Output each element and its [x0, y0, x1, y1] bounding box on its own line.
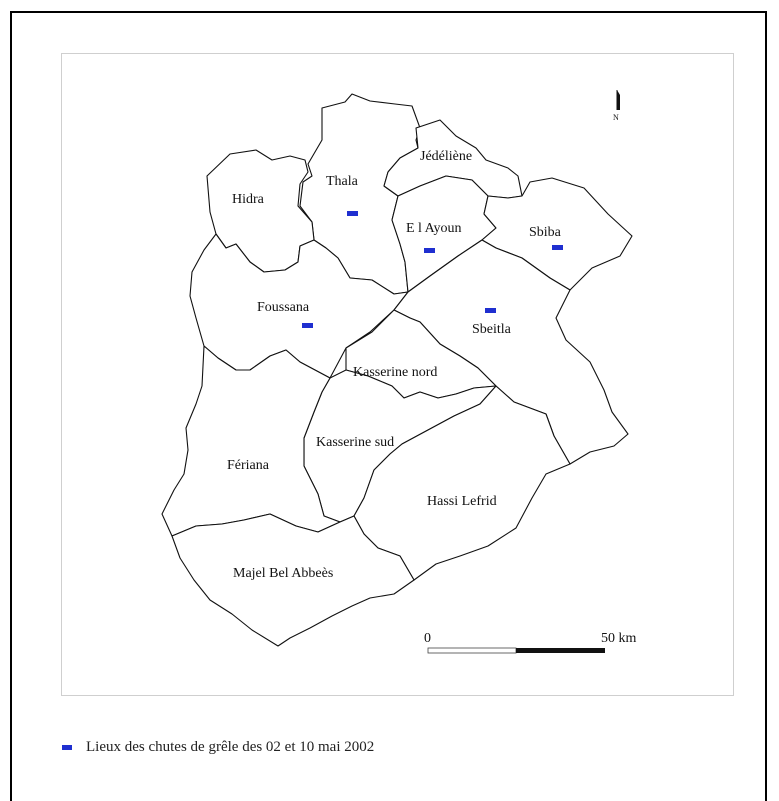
- label-feriana: Fériana: [227, 458, 270, 473]
- scale-segment-light: [427, 647, 517, 654]
- label-thala: Thala: [326, 174, 359, 189]
- legend: Lieux des chutes de grêle des 02 et 10 m…: [62, 736, 374, 758]
- legend-hail-marker: [62, 744, 72, 750]
- north-arrow-icon: [617, 90, 620, 110]
- label-kasserine-nord: Kasserine nord: [353, 365, 437, 380]
- label-el-ayoun: E l Ayoun: [406, 221, 462, 236]
- hail-markers: [302, 211, 563, 328]
- scale-end-label: 50 km: [601, 631, 637, 646]
- label-hidra: Hidra: [232, 192, 265, 207]
- hail-marker-sbeitla: [485, 308, 496, 313]
- label-foussana: Foussana: [257, 300, 310, 315]
- delegation-labels: Thala Hidra Jédéliène E l Ayoun Sbiba Fo…: [227, 149, 562, 581]
- label-sbiba: Sbiba: [529, 225, 562, 240]
- delegation-shapes: [161, 93, 633, 647]
- delegation-sbiba: [481, 177, 633, 291]
- hail-marker-foussana: [302, 323, 313, 328]
- label-sbeitla: Sbeitla: [472, 322, 512, 337]
- hail-marker-sbiba: [552, 245, 563, 250]
- scale-start-label: 0: [424, 631, 431, 646]
- label-jedeliene: Jédéliène: [420, 149, 472, 164]
- label-hassi-lefrid: Hassi Lefrid: [427, 494, 497, 509]
- label-majel-bel-abbes: Majel Bel Abbeès: [233, 566, 333, 581]
- delegation-majel-bel-abbes: [171, 513, 415, 647]
- north-label: N: [613, 113, 619, 122]
- legend-text: Lieux des chutes de grêle des 02 et 10 m…: [86, 738, 375, 755]
- north-arrow: N: [613, 90, 620, 122]
- scale-segment-dark: [516, 648, 605, 653]
- label-kasserine-sud: Kasserine sud: [316, 435, 394, 450]
- hail-marker-thala: [347, 211, 358, 216]
- hail-marker-el-ayoun: [424, 248, 435, 253]
- scale-bar: 0 50 km: [424, 631, 637, 654]
